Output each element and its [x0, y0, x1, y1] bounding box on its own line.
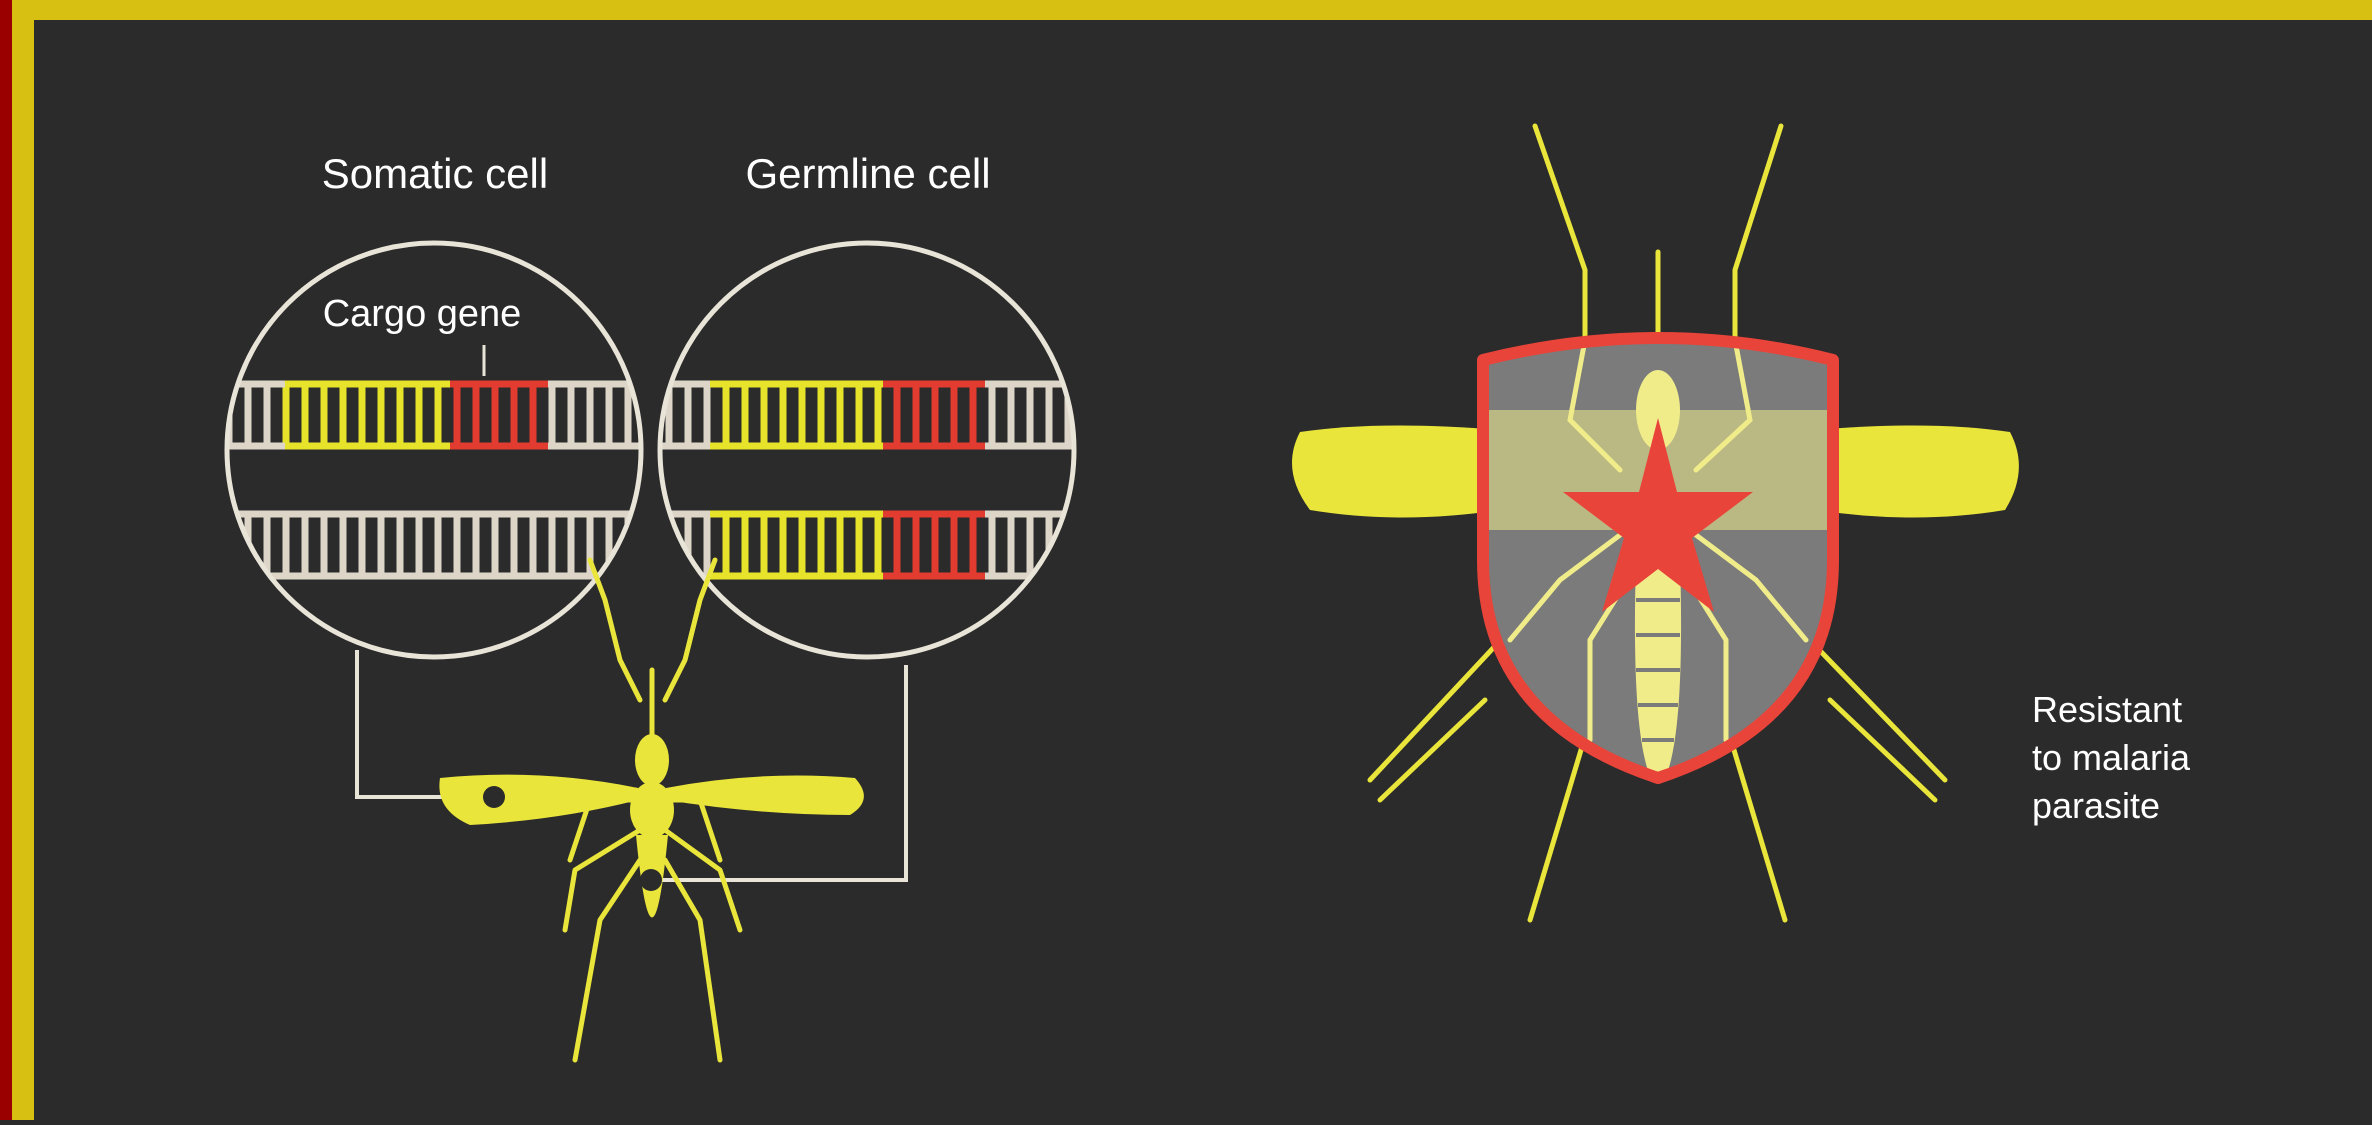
resistant-label-line3: parasite	[2032, 785, 2160, 826]
somatic-cell-label: Somatic cell	[322, 150, 548, 197]
resistant-label-line1: Resistant	[2032, 689, 2182, 730]
cargo-gene-label: Cargo gene	[323, 293, 522, 335]
resistant-label-line2: to malaria	[2032, 737, 2191, 778]
somatic-dna-top	[190, 384, 680, 446]
germline-cell-label: Germline cell	[745, 150, 990, 197]
